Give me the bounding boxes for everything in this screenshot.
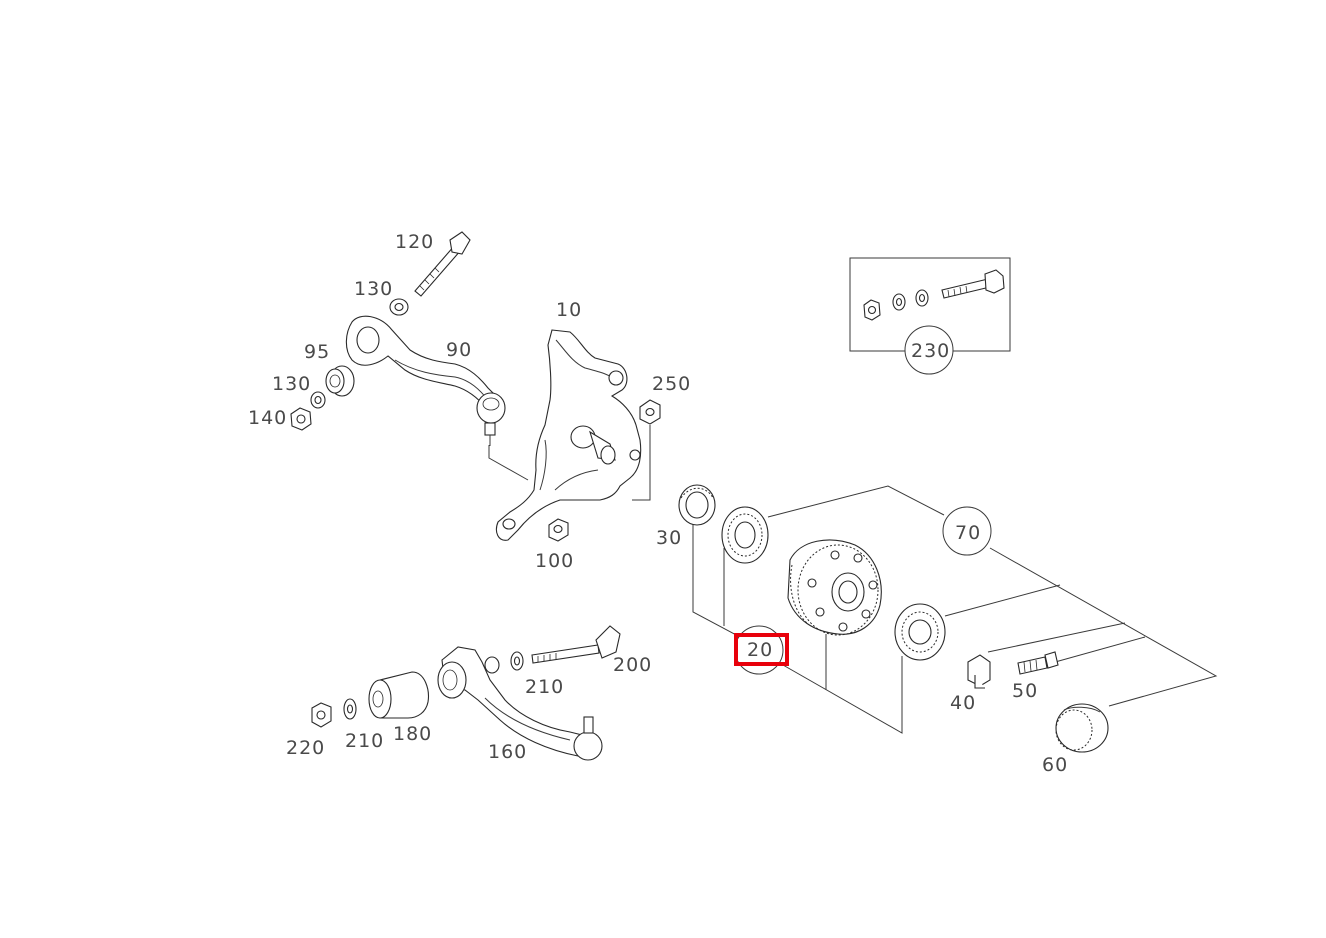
- label-220[interactable]: 220: [286, 737, 325, 759]
- label-90[interactable]: 90: [446, 339, 472, 361]
- label-70[interactable]: 70: [955, 522, 981, 544]
- label-50[interactable]: 50: [1012, 680, 1038, 702]
- bushing-95[interactable]: [325, 365, 355, 397]
- label-250[interactable]: 250: [652, 373, 691, 395]
- label-60[interactable]: 60: [1042, 754, 1068, 776]
- washer-130-top[interactable]: [389, 298, 409, 316]
- label-200[interactable]: 200: [613, 654, 652, 676]
- bushing-180[interactable]: [368, 671, 429, 719]
- bolt-200[interactable]: [531, 625, 621, 664]
- label-130-mid[interactable]: 130: [272, 373, 311, 395]
- label-210-right[interactable]: 210: [525, 676, 564, 698]
- bearing-inner[interactable]: [894, 603, 946, 661]
- bearing-20-outer[interactable]: [721, 506, 769, 564]
- label-180[interactable]: 180: [393, 723, 432, 745]
- cap-60[interactable]: [1055, 703, 1109, 753]
- leader-lines: [488, 257, 1218, 734]
- part-labels: 120 130 10 95 90 130 250 140 30 70 100 2…: [248, 231, 1068, 776]
- kit-230-parts[interactable]: [863, 269, 1005, 321]
- label-130-top[interactable]: 130: [354, 278, 393, 300]
- callout-circle-230: [904, 325, 954, 375]
- seal-30[interactable]: [678, 484, 716, 526]
- label-230[interactable]: 230: [911, 340, 950, 362]
- label-10[interactable]: 10: [556, 299, 582, 321]
- label-100[interactable]: 100: [535, 550, 574, 572]
- nut-220[interactable]: [311, 702, 332, 728]
- callout-circle-70: [942, 506, 992, 556]
- washer-210-right[interactable]: [510, 651, 524, 671]
- nut-250[interactable]: [639, 399, 661, 425]
- lower-control-arm[interactable]: [437, 646, 603, 761]
- washer-210-left[interactable]: [343, 698, 357, 720]
- bolt-120[interactable]: [414, 231, 471, 297]
- label-30[interactable]: 30: [656, 527, 682, 549]
- steering-knuckle[interactable]: [495, 329, 642, 541]
- label-160[interactable]: 160: [488, 741, 527, 763]
- washer-130-mid[interactable]: [310, 391, 326, 409]
- upper-control-arm[interactable]: [345, 315, 506, 446]
- label-95[interactable]: 95: [304, 341, 330, 363]
- label-20[interactable]: 20: [747, 639, 773, 661]
- nut-140[interactable]: [290, 407, 312, 431]
- hub-flange[interactable]: [787, 539, 882, 636]
- highlight-box-20: [734, 633, 789, 666]
- label-40[interactable]: 40: [950, 692, 976, 714]
- label-140[interactable]: 140: [248, 407, 287, 429]
- clamp-nut-40[interactable]: [967, 654, 991, 689]
- nut-100[interactable]: [548, 518, 569, 542]
- label-210-left[interactable]: 210: [345, 730, 384, 752]
- screw-50[interactable]: [1017, 651, 1059, 675]
- label-120[interactable]: 120: [395, 231, 434, 253]
